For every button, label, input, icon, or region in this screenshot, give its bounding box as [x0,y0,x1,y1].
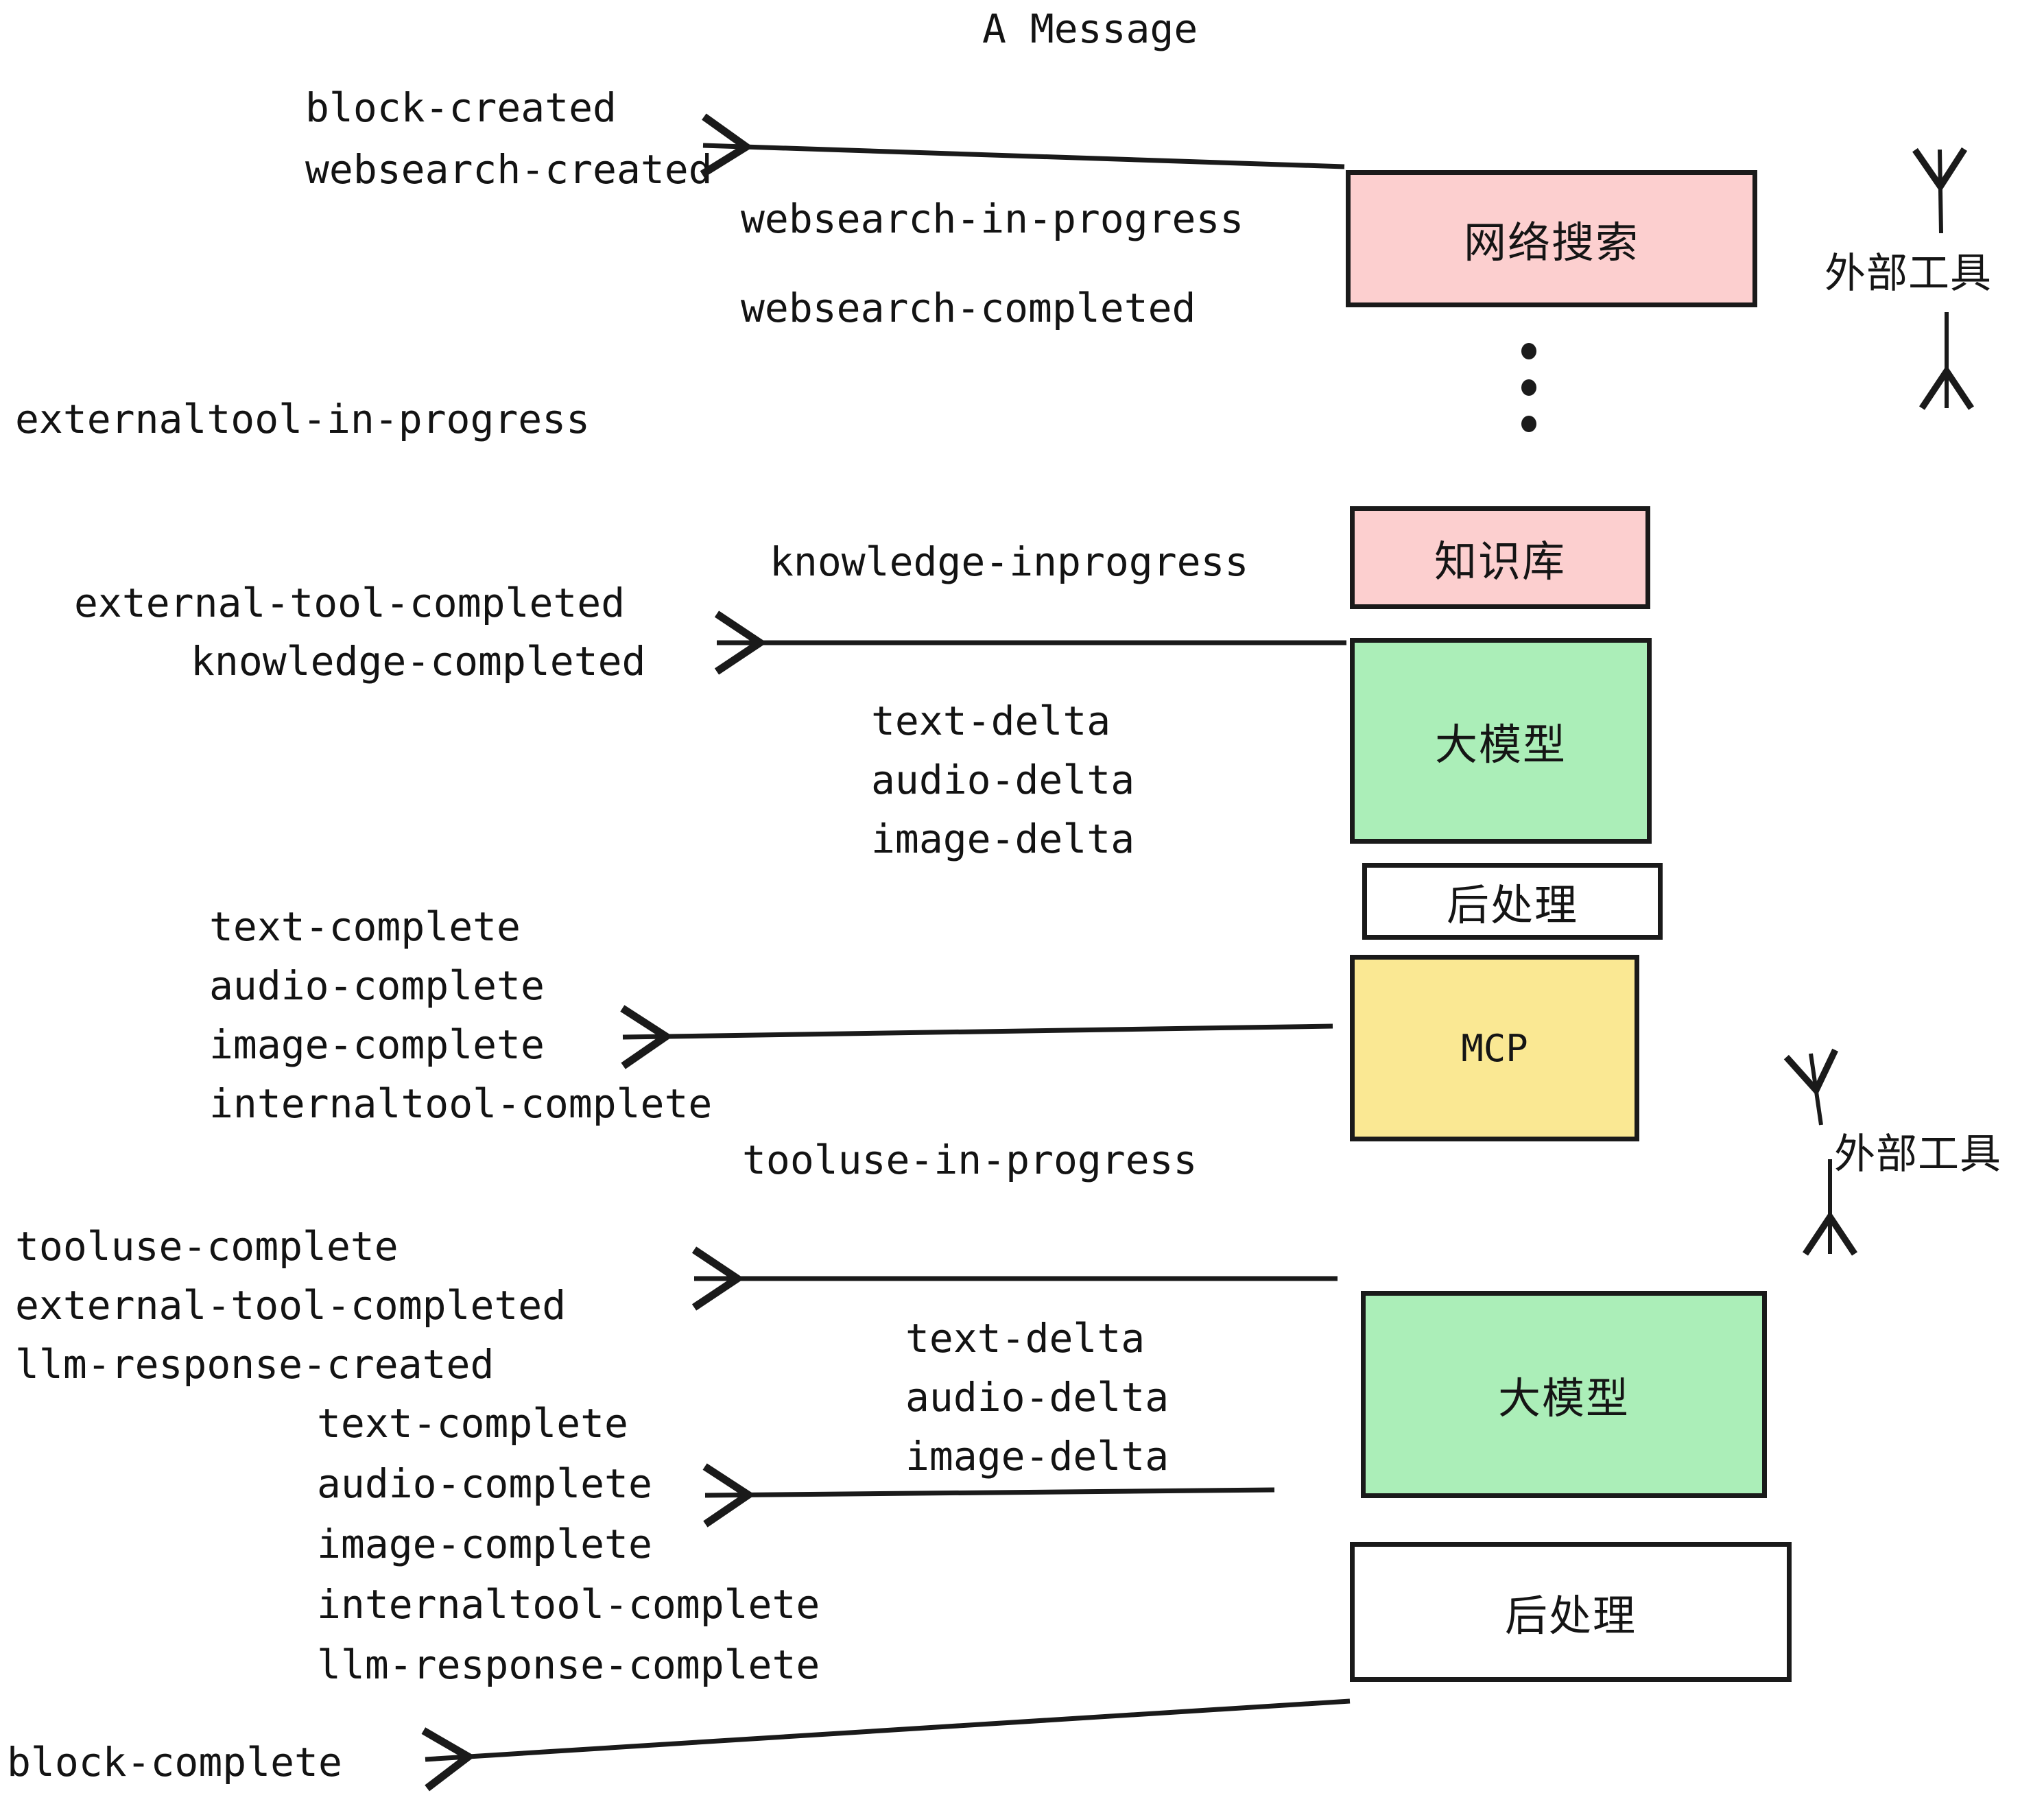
event-label-external-tool-completed-1: external-tool-completed [74,580,626,626]
node-llm-2-label: 大模型 [1497,1373,1630,1423]
event-label-image-complete-1: image-complete [209,1021,545,1068]
event-label-external-tool-completed-2: external-tool-completed [15,1282,567,1329]
event-label-audio-delta-1: audio-delta [871,757,1135,803]
node-websearch[interactable]: 网络搜索 [1346,170,1757,307]
node-knowledge-label: 知识库 [1434,536,1566,586]
event-label-websearch-completed: websearch-completed [741,285,1196,331]
node-mcp[interactable]: MCP [1350,955,1639,1141]
side-label-external-tool-top: 外部工具 [1825,250,1992,298]
event-label-image-complete-2: image-complete [317,1521,652,1567]
event-label-internaltool-complete-2: internaltool-complete [317,1581,820,1628]
node-postprocess-2-label: 后处理 [1504,1591,1637,1641]
event-label-audio-complete-2: audio-complete [317,1460,652,1507]
page-title: A Message [982,5,1198,52]
event-label-image-delta-2: image-delta [905,1433,1169,1480]
node-postprocess-2[interactable]: 后处理 [1350,1542,1792,1682]
event-label-llm-response-complete: llm-response-complete [317,1641,820,1688]
event-label-knowledge-completed: knowledge-completed [191,638,646,685]
arrow-external-tool-up-bottom [1783,1048,1838,1126]
event-label-audio-delta-2: audio-delta [905,1374,1169,1421]
event-label-tooluse-complete: tooluse-complete [15,1223,399,1270]
event-label-tooluse-in-progress: tooluse-in-progress [742,1137,1198,1183]
arrow-audio-complete [702,1463,1275,1528]
node-postprocess-1[interactable]: 后处理 [1362,863,1663,940]
node-llm-1-label: 大模型 [1434,720,1567,770]
side-label-external-tool-bottom: 外部工具 [1834,1130,2001,1178]
arrow-image-complete [620,1005,1333,1069]
node-mcp-label: MCP [1461,1026,1528,1070]
event-label-text-delta-2: text-delta [905,1315,1145,1362]
event-label-block-created: block-created [305,84,617,131]
node-llm-2[interactable]: 大模型 [1361,1291,1767,1498]
event-label-audio-complete-1: audio-complete [209,962,545,1009]
arrow-websearch-created [700,113,1345,178]
event-label-websearch-created: websearch-created [305,146,713,193]
node-llm-1[interactable]: 大模型 [1350,638,1652,844]
event-label-internaltool-complete-1: internaltool-complete [209,1080,713,1127]
event-label-block-complete: block-complete [7,1739,342,1785]
event-label-text-complete-2: text-complete [317,1400,628,1447]
event-label-text-delta-1: text-delta [871,698,1111,744]
vertical-ellipsis-icon [1520,343,1538,432]
arrow-external-tool-up-top [1912,147,1968,234]
event-label-text-complete-1: text-complete [209,903,521,950]
event-label-llm-response-created: llm-response-created [15,1341,495,1388]
event-label-externaltool-in-progress: externaltool-in-progress [15,396,591,442]
node-websearch-label: 网络搜索 [1463,217,1639,268]
node-knowledge[interactable]: 知识库 [1350,506,1650,609]
event-label-image-delta-1: image-delta [871,816,1135,862]
node-postprocess-1-label: 后处理 [1446,880,1578,930]
event-label-websearch-in-progress: websearch-in-progress [741,195,1244,242]
event-label-knowledge-inprogress: knowledge-inprogress [770,538,1249,585]
arrow-block-complete [421,1698,1351,1792]
